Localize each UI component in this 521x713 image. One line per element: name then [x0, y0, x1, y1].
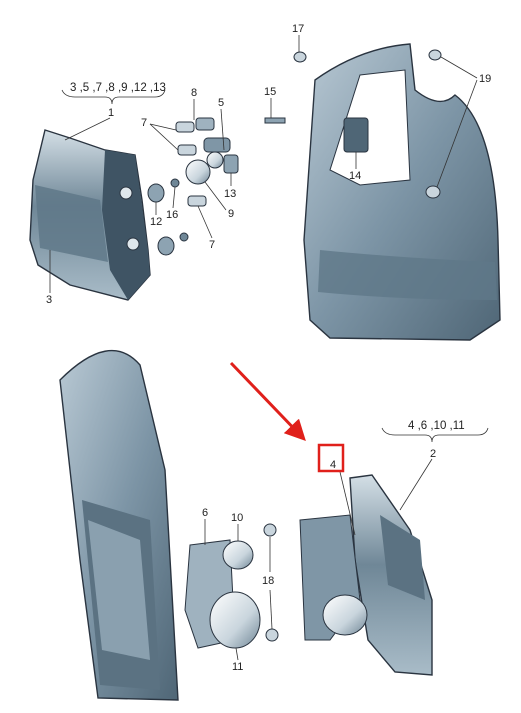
- rear-pillar: [59, 350, 179, 701]
- label-11: 11: [232, 661, 243, 673]
- label-1: 1: [108, 107, 114, 119]
- label-8: 8: [191, 87, 197, 99]
- tail-lamp-assembly: [29, 129, 151, 301]
- label-13: 13: [224, 188, 236, 200]
- label-7b: 7: [209, 239, 215, 251]
- label-2: 2: [430, 448, 436, 460]
- group-bracket-top: 3 ,5 ,7 ,8 ,9 ,12 ,13: [61, 82, 166, 105]
- group-top-label: 3 ,5 ,7 ,8 ,9 ,12 ,13: [70, 82, 166, 94]
- label-14: 14: [349, 170, 361, 182]
- part-labels: 1 2 3 4 5 6 7 7 8 9 10 11 12 13 14 15: [46, 23, 491, 673]
- label-6: 6: [202, 507, 208, 519]
- label-5: 5: [218, 97, 224, 109]
- label-17: 17: [292, 23, 304, 35]
- label-12: 12: [150, 216, 162, 228]
- highlight-box: [317, 443, 345, 473]
- label-4: 4: [330, 459, 336, 471]
- label-3: 3: [46, 294, 52, 306]
- group-bottom-label: 4 ,6 ,10 ,11: [408, 420, 465, 432]
- highlight-callout: [229, 361, 345, 473]
- tail-lamp-bottom: [299, 474, 433, 676]
- body-side-panel: [264, 43, 501, 341]
- group-bracket-bottom: 4 ,6 ,10 ,11: [381, 420, 489, 443]
- label-19: 19: [479, 73, 491, 85]
- label-7a: 7: [141, 117, 147, 129]
- label-9: 9: [228, 208, 234, 220]
- label-18: 18: [262, 575, 274, 587]
- label-10: 10: [231, 512, 243, 524]
- label-15: 15: [264, 86, 276, 98]
- label-16: 16: [166, 209, 178, 221]
- grommet-parts: [147, 178, 189, 256]
- bulb-carrier-bottom: [184, 523, 279, 649]
